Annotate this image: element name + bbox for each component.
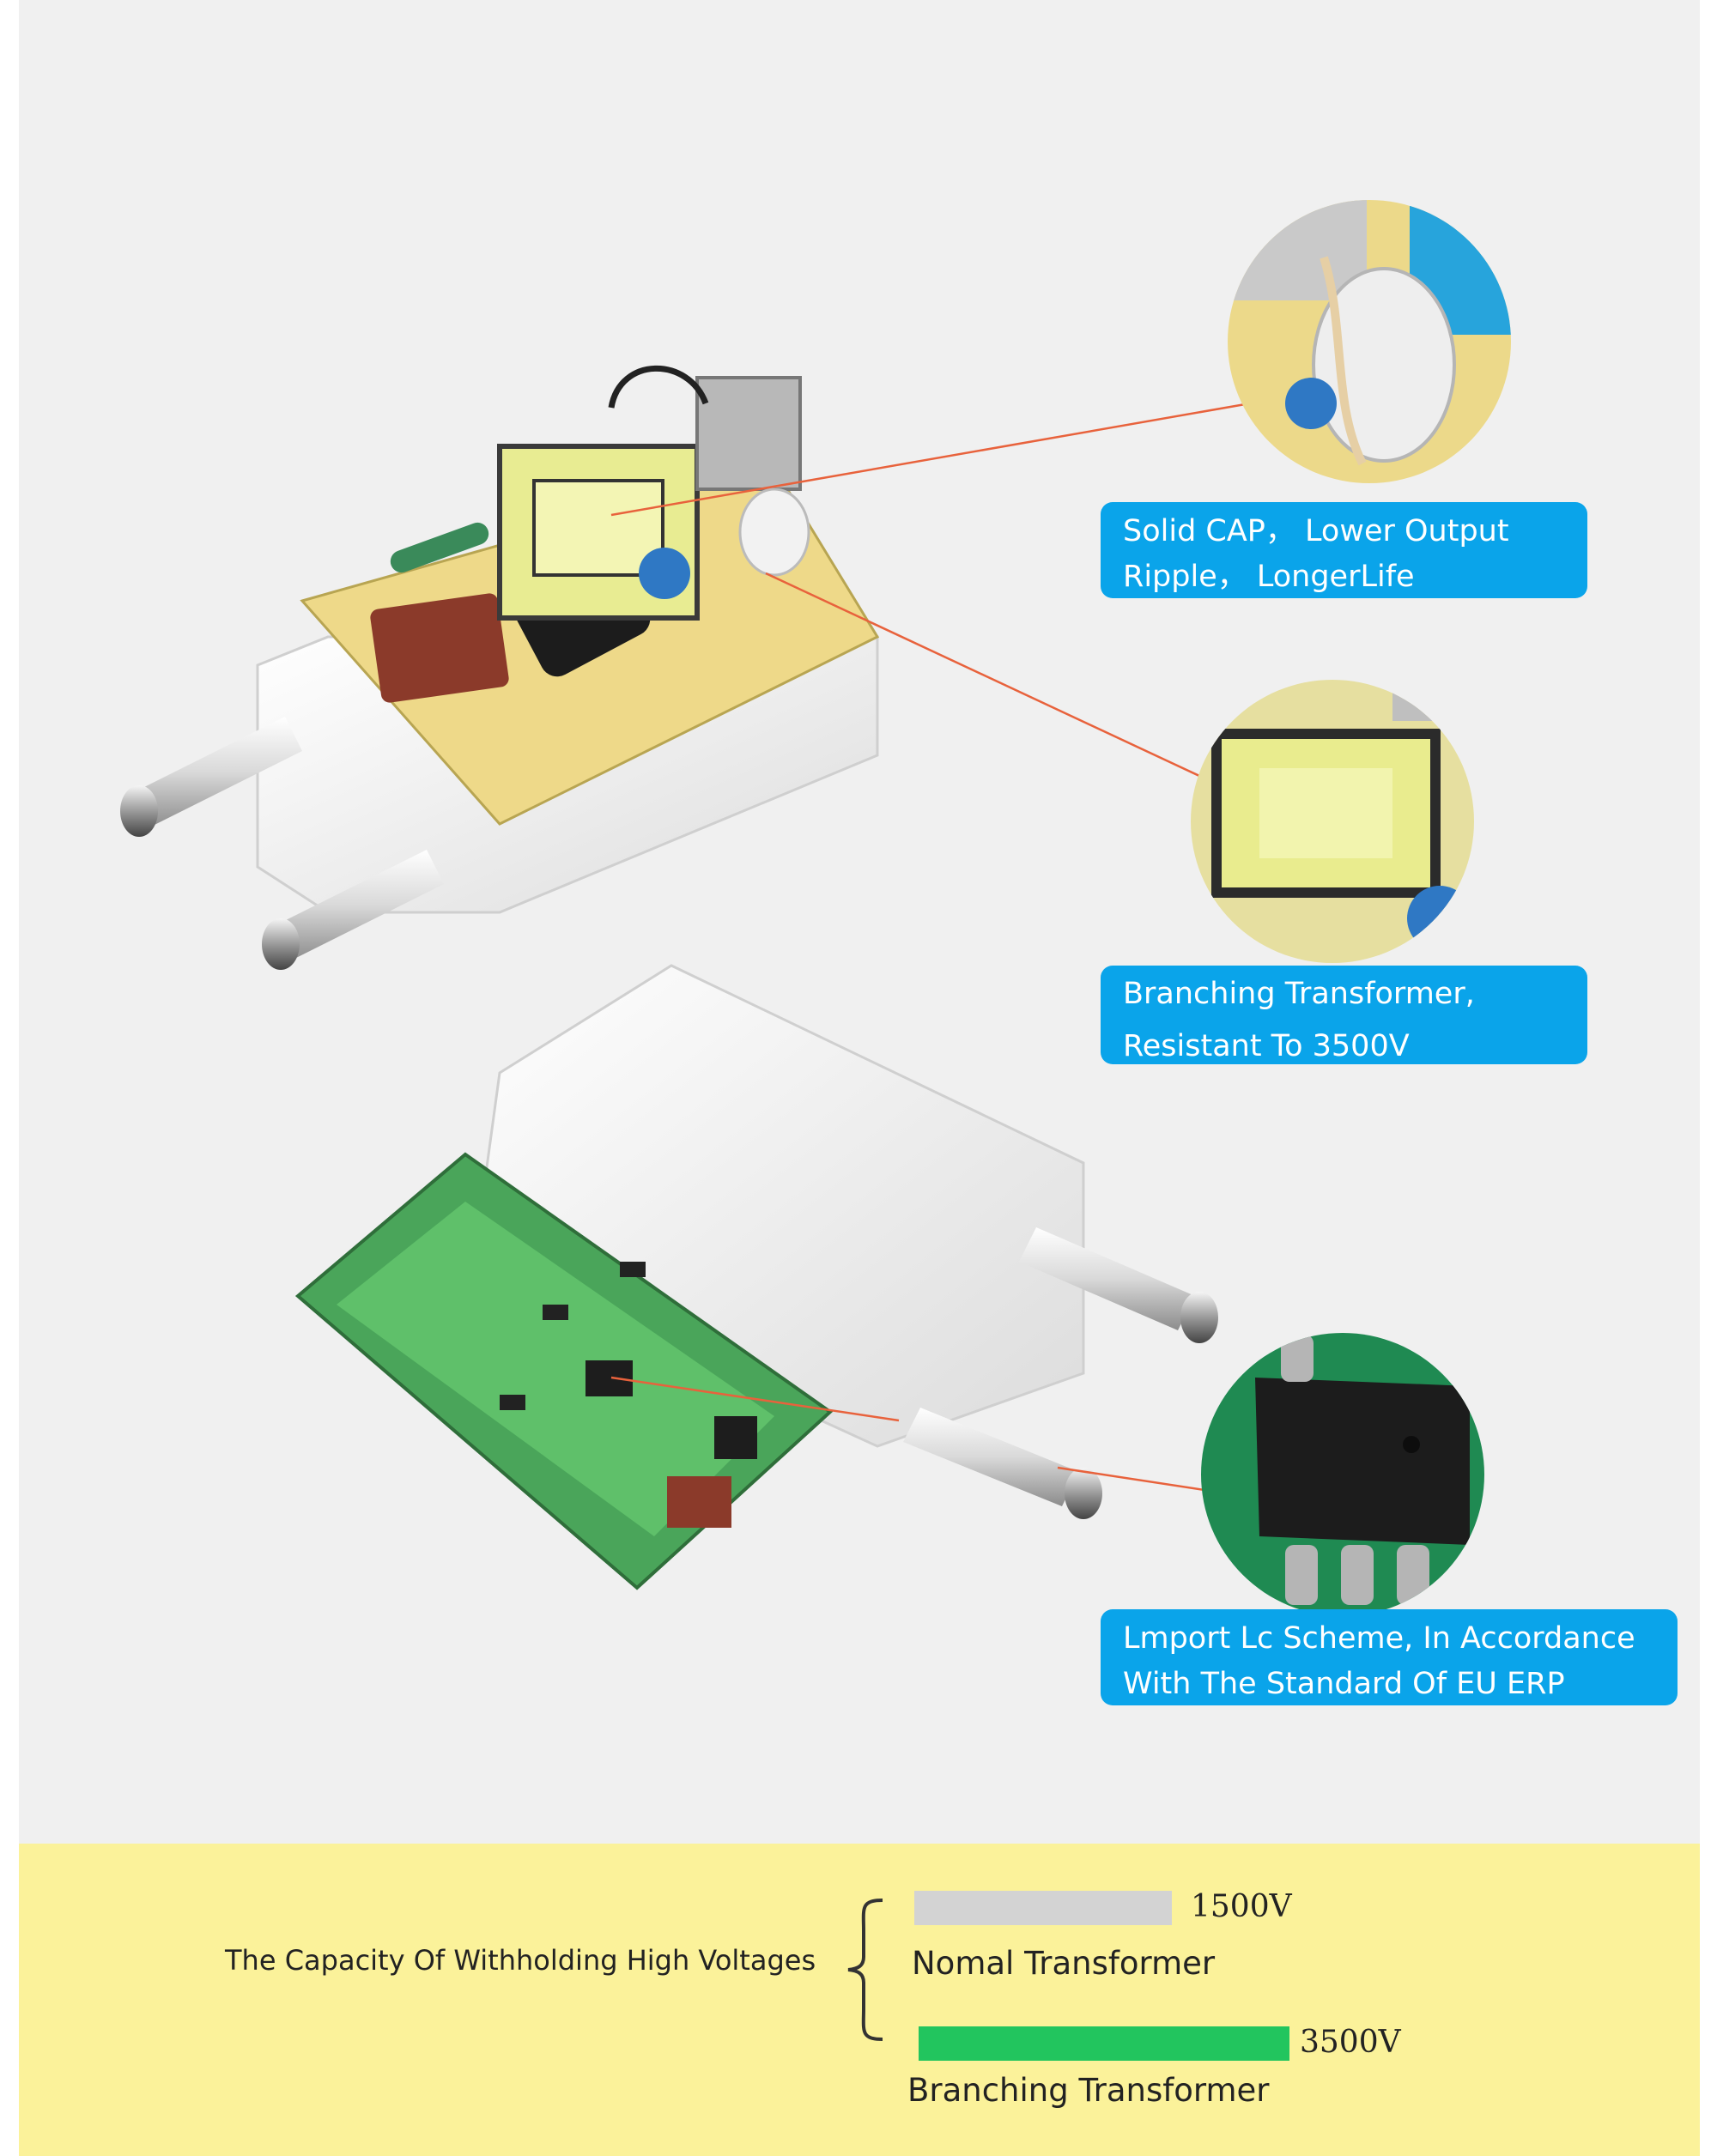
zoom-transformer <box>1191 680 1474 963</box>
branching-transformer-voltage: 3500V <box>1300 2025 1401 2060</box>
callout-solid-cap: Solid CAP， Lower Output Ripple， LongerLi… <box>1101 502 1587 598</box>
pin-top-b <box>262 850 444 970</box>
callout-transformer-line2: Resistant To 3500V <box>1123 1029 1410 1064</box>
product-infographic: Solid CAP， Lower Output Ripple， LongerLi… <box>19 0 1700 2156</box>
top-charger <box>120 365 880 970</box>
callout-ic: Lmport Lc Scheme, In Accordance With The… <box>1101 1609 1678 1705</box>
zoom-ic <box>1201 1333 1484 1616</box>
branching-transformer-bar <box>919 2026 1289 2061</box>
zoom-solid-cap <box>1228 200 1511 483</box>
callout-transformer: Branching Transformer, Resistant To 3500… <box>1101 966 1587 1064</box>
normal-transformer-voltage: 1500V <box>1191 1889 1292 1924</box>
normal-transformer-name: Nomal Transformer <box>912 1945 1216 1982</box>
solid-cap <box>738 488 810 577</box>
callout-ic-line1: Lmport Lc Scheme, In Accordance <box>1123 1621 1635 1656</box>
pin-bottom-a <box>1019 1227 1218 1343</box>
voltage-comparison: The Capacity Of Withholding High Voltage… <box>19 1844 1700 2156</box>
product-illustration <box>120 200 1511 1616</box>
pin-top-a <box>120 717 302 837</box>
callout-solid-cap-line1: Solid CAP， Lower Output <box>1123 514 1509 548</box>
x-capacitor <box>370 593 509 703</box>
callout-solid-cap-line2: Ripple， LongerLife <box>1123 559 1415 594</box>
branching-transformer-name: Branching Transformer <box>907 2072 1270 2109</box>
y-capacitor <box>639 548 690 599</box>
pin-bottom-b <box>903 1408 1102 1519</box>
control-ic <box>585 1360 633 1396</box>
usb-port <box>695 376 802 491</box>
photo-area: Solid CAP， Lower Output Ripple， LongerLi… <box>19 0 1700 1844</box>
bottom-charger <box>294 964 1218 1590</box>
callout-ic-line2: With The Standard Of EU ERP <box>1123 1666 1565 1701</box>
curly-brace <box>847 1899 883 2041</box>
normal-transformer-bar <box>914 1891 1172 1925</box>
comparison-label: The Capacity Of Withholding High Voltage… <box>225 1944 816 1977</box>
callout-transformer-line1: Branching Transformer, <box>1123 977 1475 1011</box>
leader-lines <box>610 389 1325 1499</box>
